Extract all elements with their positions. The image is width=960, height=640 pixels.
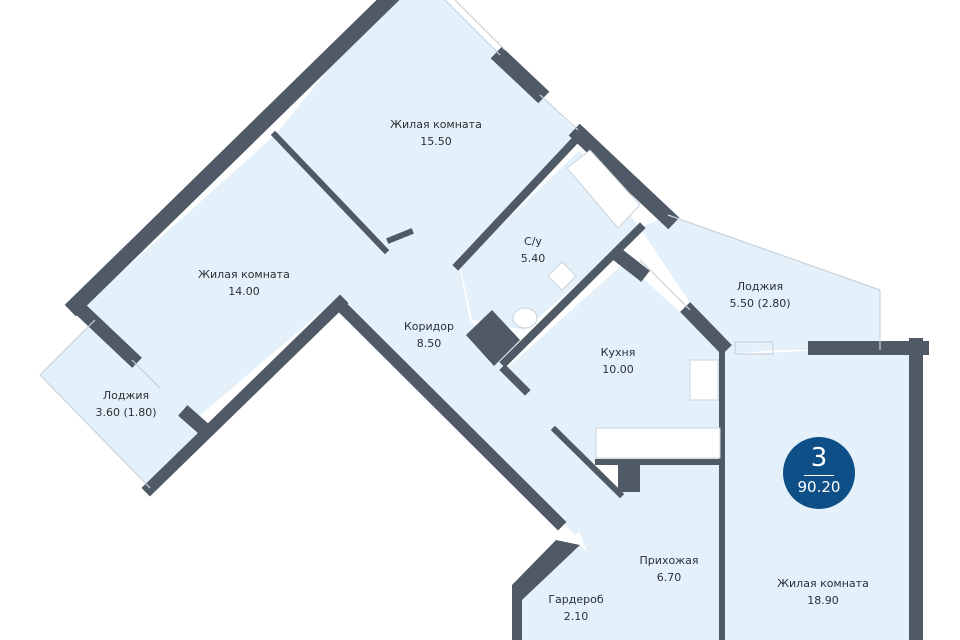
- room-area: 6.70: [656, 571, 682, 584]
- room-label-living-15: Жилая комната 15.50: [390, 116, 482, 150]
- room-living-14: [85, 135, 388, 420]
- room-name: С/у: [524, 235, 542, 248]
- room-area: 3.60 (1.80): [95, 406, 157, 419]
- stove: [689, 359, 719, 401]
- room-wardrobe: [522, 545, 620, 640]
- bathtub: [566, 149, 641, 229]
- room-area: 10.00: [602, 363, 634, 376]
- room-label-corridor: Коридор 8.50: [404, 318, 454, 352]
- room-name: Лоджия: [102, 389, 150, 402]
- toilet: [512, 307, 538, 329]
- total-area: 90.20: [797, 478, 841, 496]
- room-name: Жилая комната: [390, 118, 482, 131]
- room-area: 8.50: [416, 337, 442, 350]
- room-name: Кухня: [600, 346, 636, 359]
- room-count: 3: [810, 443, 828, 473]
- sink: [547, 261, 577, 291]
- room-label-hall: Прихожая 6.70: [640, 552, 699, 586]
- apartment-badge: 3 90.20: [783, 437, 855, 509]
- room-loggia-right: [640, 215, 880, 355]
- room-label-bathroom: С/у 5.40: [521, 233, 546, 267]
- wall-column-hall: [618, 465, 640, 492]
- room-label-loggia-right: Лоджия 5.50 (2.80): [729, 278, 790, 312]
- wall-column-bath: [466, 310, 520, 366]
- wall-wardrobe: [512, 540, 580, 640]
- room-area: 14.00: [228, 285, 260, 298]
- windows-and-railings: [39, 0, 881, 489]
- room-fills: [40, 0, 920, 640]
- room-area: 15.50: [420, 135, 452, 148]
- room-name: Лоджия: [736, 280, 784, 293]
- kitchen-counter: [595, 427, 721, 459]
- room-label-wardrobe: Гардероб 2.10: [548, 591, 603, 625]
- room-label-living-19: Жилая комната 18.90: [777, 575, 869, 609]
- room-name: Прихожая: [639, 554, 699, 567]
- room-label-loggia-left: Лоджия 3.60 (1.80): [95, 387, 156, 421]
- room-name: Жилая комната: [777, 577, 869, 590]
- room-area: 2.10: [563, 610, 589, 623]
- room-name: Коридор: [404, 320, 454, 333]
- room-name: Жилая комната: [198, 268, 290, 281]
- room-kitchen: [505, 262, 722, 462]
- room-corridor: [340, 245, 625, 535]
- fixtures: [512, 149, 721, 459]
- room-area: 18.90: [807, 594, 839, 607]
- badge-divider: [804, 475, 834, 476]
- walls: [64, 0, 929, 640]
- room-label-kitchen: Кухня 10.00: [601, 344, 636, 378]
- room-loggia-left: [40, 320, 205, 488]
- room-name: Гардероб: [548, 593, 604, 606]
- room-area: 5.50 (2.80): [729, 297, 791, 310]
- room-label-living-14: Жилая комната 14.00: [198, 266, 290, 300]
- room-area: 5.40: [520, 252, 546, 265]
